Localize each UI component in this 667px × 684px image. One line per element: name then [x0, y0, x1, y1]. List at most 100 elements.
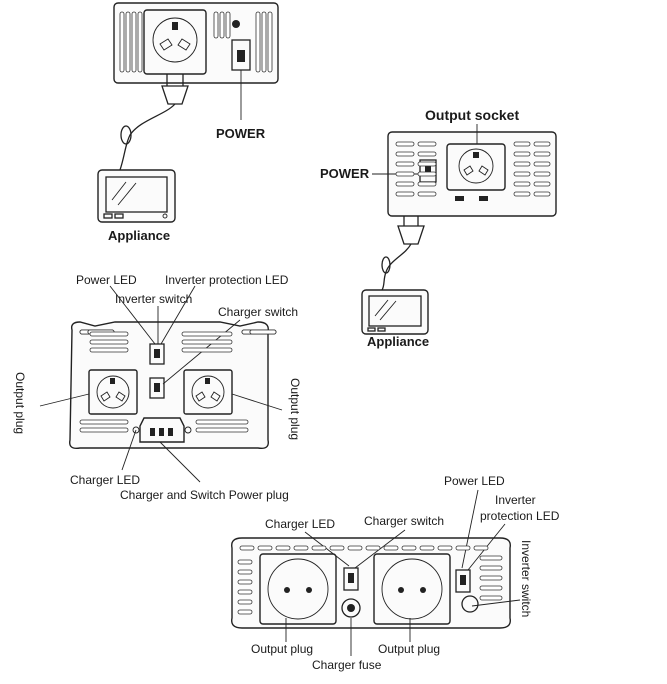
vent-slot [395, 181, 415, 187]
middle-output-plug-left-label: Output plug [13, 372, 27, 434]
bottom-inverter-protection-led-line1: Inverter [495, 493, 536, 507]
top-right-appliance-label: Appliance [367, 334, 429, 349]
top-left-inverter-panel [113, 2, 279, 171]
top-left-appliance-icon [97, 169, 176, 223]
middle-output-plug-right-label: Output plug [288, 378, 302, 440]
vent-slot [417, 181, 437, 187]
vent-slot [89, 347, 129, 353]
vent-slot [417, 191, 437, 197]
vent-slot [239, 545, 255, 551]
vent-slot [395, 191, 415, 197]
vent-slot [237, 569, 253, 575]
charger-switch-icon [343, 567, 359, 591]
vent-slot [249, 329, 277, 335]
vent-slot [513, 161, 531, 167]
vent-slot [125, 11, 131, 73]
vent-slot [79, 427, 129, 433]
vent-slot [181, 331, 233, 337]
vent-slot [479, 575, 503, 581]
vent-slot [79, 419, 129, 425]
vent-slot [533, 161, 551, 167]
middle-charger-power-plug-label: Charger and Switch Power plug [120, 488, 289, 502]
vent-slot [479, 555, 503, 561]
middle-inverter-protection-led-label: Inverter protection LED [165, 273, 289, 287]
vent-slot [513, 181, 531, 187]
inverter-switch-icon [149, 343, 165, 365]
top-left-power-label: POWER [216, 126, 266, 141]
vent-slot [237, 589, 253, 595]
vent-slot [137, 11, 143, 73]
vent-slot [401, 545, 417, 551]
vent-slot [479, 585, 503, 591]
vent-slot [219, 11, 225, 39]
vent-slot [237, 599, 253, 605]
vent-slot [479, 565, 503, 571]
charger-switch-icon [149, 377, 165, 399]
output-socket-right-icon [183, 369, 233, 415]
vent-slot [213, 11, 219, 39]
vent-slot [131, 11, 137, 73]
vent-slot [395, 141, 415, 147]
bottom-charger-fuse-label: Charger fuse [312, 658, 382, 672]
vent-slot [395, 171, 415, 177]
middle-inverter-switch-label: Inverter switch [115, 292, 192, 306]
vent-slot [181, 339, 233, 345]
vent-slot [329, 545, 345, 551]
output-socket-icon [143, 9, 207, 75]
vent-slot [419, 545, 435, 551]
charger-fuse-icon [341, 598, 361, 618]
vent-slot [533, 191, 551, 197]
vent-slot [455, 545, 471, 551]
vent-slot [417, 161, 437, 167]
top-right-power-label: POWER [320, 166, 370, 181]
vent-slot [533, 181, 551, 187]
vent-slot [417, 151, 437, 157]
vent-slot [513, 191, 531, 197]
vent-slot [513, 151, 531, 157]
bottom-inverter-panel [231, 489, 521, 656]
vent-slot [237, 609, 253, 615]
vent-slot [473, 545, 489, 551]
vent-slot [437, 545, 453, 551]
bottom-inverter-switch-label: Inverter switch [519, 540, 533, 617]
vent-slot [365, 545, 381, 551]
vent-slot [395, 161, 415, 167]
output-socket-left-icon [259, 553, 337, 625]
vent-slot [261, 11, 267, 73]
vent-slot [479, 595, 503, 601]
vent-slot [533, 151, 551, 157]
vent-slot [255, 11, 261, 73]
output-socket-right-icon [373, 553, 451, 625]
middle-power-led-label: Power LED [76, 273, 137, 287]
vent-slot [395, 151, 415, 157]
bottom-charger-led-label: Charger LED [265, 517, 335, 531]
vent-slot [417, 171, 437, 177]
vent-slot [119, 11, 125, 73]
bottom-output-plug-left-label: Output plug [251, 642, 313, 656]
bottom-power-led-label: Power LED [444, 474, 505, 488]
output-socket-left-icon [88, 369, 138, 415]
top-right-inverter-panel [372, 124, 557, 291]
vent-slot [513, 141, 531, 147]
output-socket-icon [446, 143, 506, 191]
bottom-inverter-protection-led-line2: protection LED [480, 509, 560, 523]
vent-slot [533, 171, 551, 177]
bottom-charger-switch-label: Charger switch [364, 514, 444, 528]
vent-slot [181, 347, 233, 353]
vent-slot [417, 141, 437, 147]
vent-slot [237, 579, 253, 585]
vent-slot [89, 331, 129, 337]
vent-slot [383, 545, 399, 551]
vent-slot [237, 559, 253, 565]
charger-power-plug-icon [132, 417, 192, 443]
vent-slot [311, 545, 327, 551]
vent-slot [533, 141, 551, 147]
vent-slot [275, 545, 291, 551]
vent-slot [267, 11, 273, 73]
vent-slot [225, 11, 231, 39]
middle-charger-switch-label: Charger switch [218, 305, 298, 319]
vent-slot [89, 339, 129, 345]
vent-slot [195, 419, 249, 425]
middle-charger-led-label: Charger LED [70, 473, 140, 487]
